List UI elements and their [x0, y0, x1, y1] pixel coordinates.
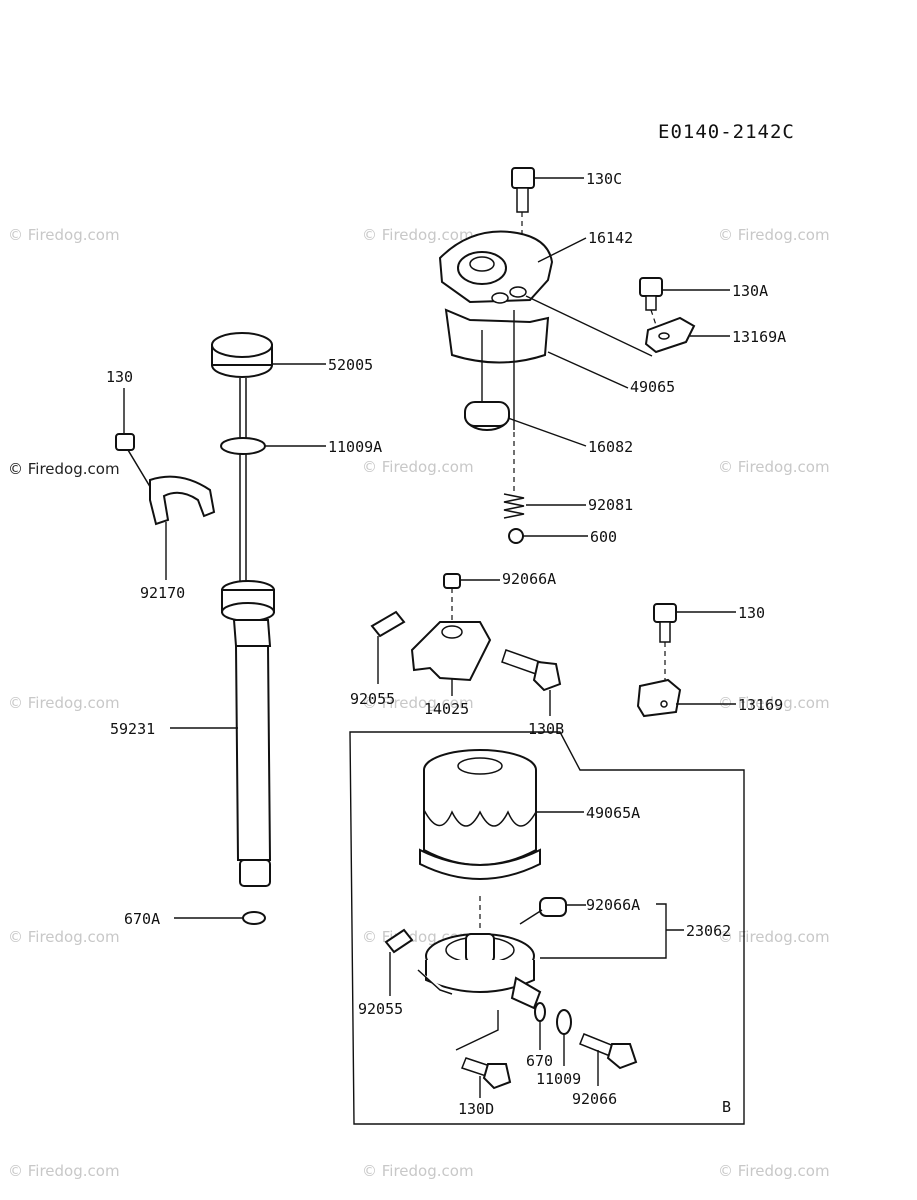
label-92066a-bottom: 92066A	[586, 896, 640, 914]
watermark: © Firedog.com	[362, 226, 474, 244]
label-130-right: 130	[738, 604, 765, 622]
plate-13169a	[644, 316, 730, 354]
clamp-92170	[115, 388, 216, 580]
ball-600	[508, 528, 524, 544]
bolt-130-right	[653, 603, 736, 684]
label-23062: 23062	[686, 922, 731, 940]
cap-52005	[211, 332, 326, 378]
watermark: © Firedog.com	[718, 1162, 830, 1180]
label-11009: 11009	[536, 1070, 581, 1088]
bolt-130a	[639, 277, 730, 326]
diagram-code: E0140-2142C	[658, 121, 795, 143]
label-130c: 130C	[586, 170, 622, 188]
label-600: 600	[590, 528, 617, 546]
valve-16082	[464, 310, 587, 447]
watermark: © Firedog.com	[362, 1162, 474, 1180]
label-59231: 59231	[110, 720, 155, 738]
watermark: © Firedog.com	[718, 226, 830, 244]
label-92055-bottom: 92055	[358, 1000, 403, 1018]
label-13169a: 13169A	[732, 328, 786, 346]
watermark: © Firedog.com	[362, 694, 474, 712]
washer-11009	[556, 1009, 572, 1066]
label-92066: 92066	[572, 1090, 617, 1108]
bracket-16142	[438, 230, 653, 364]
lead-49065	[547, 351, 629, 389]
watermark: © Firedog.com	[718, 694, 830, 712]
plug-92066a-bottom	[519, 897, 586, 925]
label-92066a-top: 92066A	[502, 570, 556, 588]
watermark: © Firedog.com	[8, 694, 120, 712]
tube-59231	[170, 580, 275, 887]
label-49065: 49065	[630, 378, 675, 396]
bolt-92066	[579, 1033, 638, 1086]
label-130a: 130A	[732, 282, 768, 300]
watermark: © Firedog.com	[718, 458, 830, 476]
oring-670	[534, 1002, 546, 1050]
watermark: © Firedog.com	[8, 1162, 120, 1180]
plug-92066a-top	[443, 573, 500, 620]
filter-base-23062	[417, 896, 542, 1010]
label-670a: 670A	[124, 910, 160, 928]
label-52005: 52005	[328, 356, 373, 374]
label-13169: 13169	[738, 696, 783, 714]
label-92170: 92170	[140, 584, 185, 602]
bracket-14025	[410, 621, 492, 696]
label-92081: 92081	[588, 496, 633, 514]
oil-filter-49065a	[419, 749, 584, 880]
bolt-130c	[511, 167, 584, 268]
oring-11009a	[220, 378, 326, 590]
watermark: © Firedog.com	[718, 928, 830, 946]
bolt-130b	[501, 649, 562, 716]
lead-23062	[540, 903, 667, 959]
watermark: © Firedog.com	[8, 928, 120, 946]
watermark: © Firedog.com	[362, 458, 474, 476]
label-670: 670	[526, 1052, 553, 1070]
label-16142: 16142	[588, 229, 633, 247]
watermarks: © Firedog.com © Firedog.com © Firedog.co…	[8, 226, 830, 1180]
label-130-left: 130	[106, 368, 133, 386]
plate-13169	[636, 678, 736, 718]
watermark: © Firedog.com	[8, 460, 120, 478]
bolt-130d	[455, 1010, 512, 1098]
label-16082: 16082	[588, 438, 633, 456]
spring-92081	[503, 432, 586, 519]
label-49065a: 49065A	[586, 804, 640, 822]
watermark: © Firedog.com	[8, 226, 120, 244]
label-130b: 130B	[528, 720, 564, 738]
box-b	[349, 731, 745, 1125]
gasket-92055-top	[370, 610, 406, 684]
label-92055-top: 92055	[350, 690, 395, 708]
label-14025: 14025	[424, 700, 469, 718]
gasket-92055-bottom	[384, 928, 414, 996]
washer-670a	[242, 911, 266, 925]
box-b-label: B	[722, 1098, 731, 1116]
label-11009a: 11009A	[328, 438, 382, 456]
label-130d: 130D	[458, 1100, 494, 1118]
